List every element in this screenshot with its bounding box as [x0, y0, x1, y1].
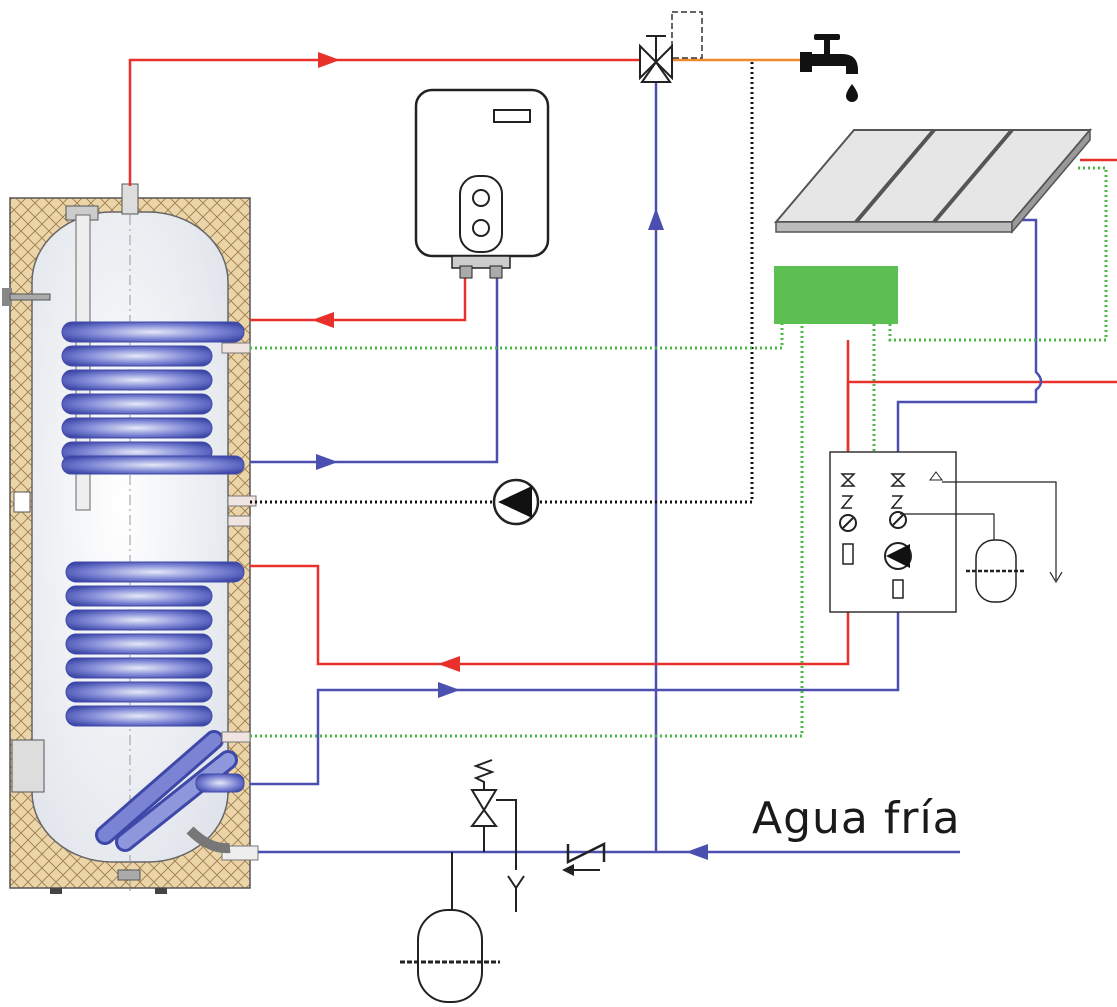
upper-heat-exchanger-coil	[61, 321, 245, 475]
safety-valve-icon	[470, 759, 525, 912]
cold-water-label: Agua fría	[752, 793, 961, 844]
expansion-vessel-icon	[966, 539, 1063, 603]
expansion-vessel-icon	[400, 852, 500, 1003]
solar-station-icon	[829, 451, 1057, 613]
lower-solar-coil	[65, 561, 245, 852]
pump-icon	[492, 478, 540, 526]
three-way-valve-icon	[639, 35, 673, 83]
faucet-icon	[800, 34, 858, 102]
boiler-icon	[414, 88, 550, 279]
check-valve-icon	[562, 841, 606, 876]
solar-controller-icon	[774, 266, 898, 324]
solar-collector-icon	[773, 127, 1093, 235]
